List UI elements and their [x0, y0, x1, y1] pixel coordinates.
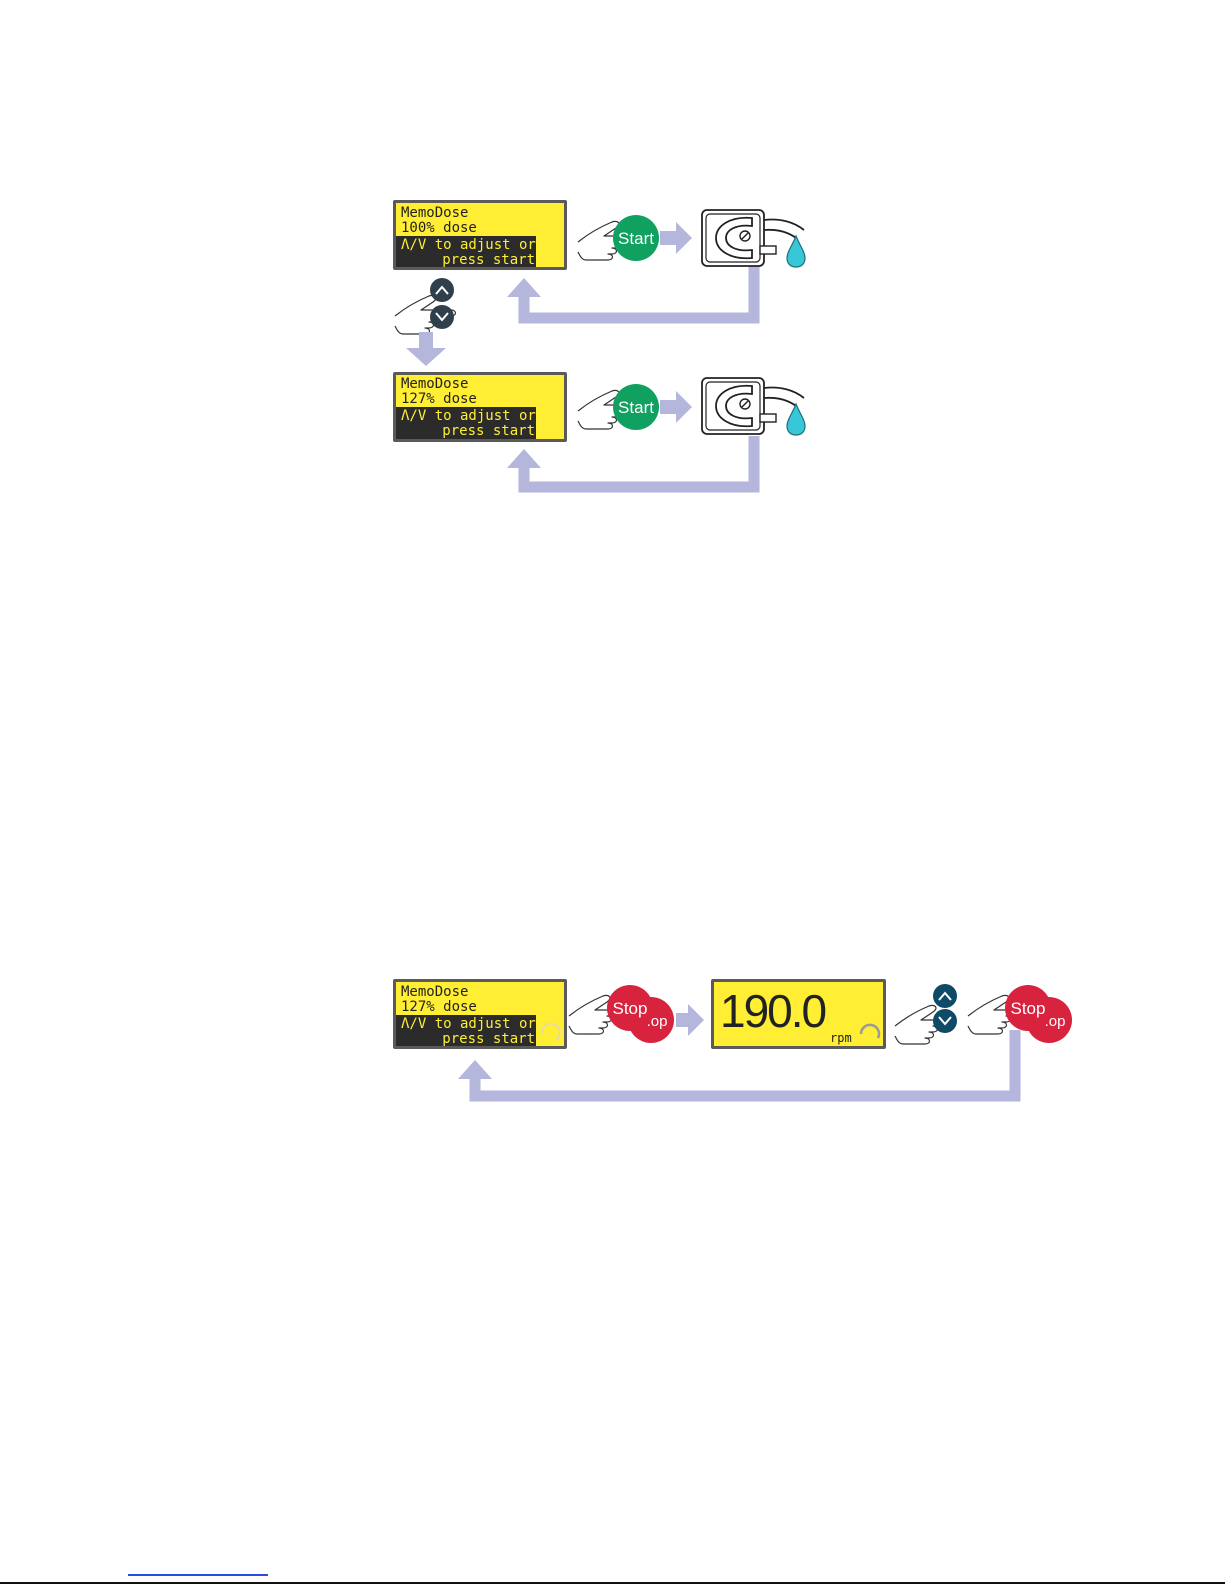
start-button[interactable]: Start [613, 384, 659, 430]
return-arrowhead-2 [507, 449, 541, 468]
lcd-screen-100-dose: MemoDose 100% dose Λ/V to adjust or pres… [393, 200, 567, 270]
stop-button-label: Stop [1011, 999, 1046, 1018]
lcd-line-1: MemoDose [401, 376, 468, 392]
lcd-screen-127-dose-running: MemoDose 127% dose Λ/V to adjust or pres… [393, 979, 567, 1049]
lcd-line-3: Λ/V to adjust or [401, 1016, 536, 1032]
lcd-line-4: press start [442, 252, 535, 268]
lcd-line-4: press start [442, 1031, 535, 1047]
forward-arrow-1 [660, 222, 692, 254]
lcd-line-2: 127% dose [401, 391, 477, 407]
return-arrowhead-3 [458, 1060, 492, 1079]
up-key[interactable] [430, 278, 454, 302]
up-key[interactable] [933, 984, 957, 1008]
stop-button-label: Stop [613, 999, 648, 1018]
lcd-screen-127-dose: MemoDose 127% dose Λ/V to adjust or pres… [393, 372, 567, 442]
return-arrowhead-1 [507, 278, 541, 297]
down-arrow [406, 332, 446, 366]
lcd-line-1: MemoDose [401, 984, 468, 1000]
down-key[interactable] [430, 305, 454, 329]
return-loop-arrow-1 [524, 266, 754, 318]
stop-button[interactable]: Stop .op [607, 985, 674, 1043]
stop-button-echo: .op [1045, 1013, 1066, 1030]
droplet-icon [787, 404, 805, 435]
down-key[interactable] [933, 1009, 957, 1033]
lcd-line-2: 127% dose [401, 999, 477, 1015]
return-loop-arrow-2 [524, 436, 754, 487]
lcd-line-1: MemoDose [401, 205, 468, 221]
start-button[interactable]: Start [613, 215, 659, 261]
forward-arrow-3 [676, 1004, 704, 1036]
lcd-line-3: Λ/V to adjust or [401, 408, 536, 424]
footer-link-underline [128, 1574, 268, 1576]
droplet-icon [787, 236, 805, 267]
lcd-speed-screen: 190.0 rpm [711, 979, 886, 1049]
forward-arrow-2 [660, 391, 692, 423]
lcd-line-3: Λ/V to adjust or [401, 237, 536, 253]
speed-value: 190.0 [720, 985, 826, 1037]
lcd-line-2: 100% dose [401, 220, 477, 236]
lcd-line-4: press start [442, 423, 535, 439]
start-button-label: Start [618, 398, 654, 417]
stop-button-echo: .op [647, 1013, 668, 1030]
speed-unit: rpm [830, 1031, 852, 1045]
footer-rule [0, 1582, 1225, 1584]
start-button-label: Start [618, 229, 654, 248]
